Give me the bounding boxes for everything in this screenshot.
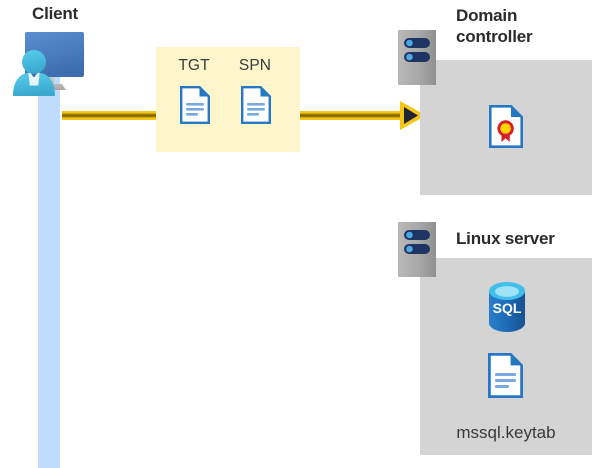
tgt-caption: TGT <box>178 57 210 74</box>
keytab-document-icon <box>488 353 523 398</box>
certificate-icon <box>489 105 523 148</box>
sql-database-icon: SQL <box>486 282 528 332</box>
linux-server-server-rack-icon <box>398 222 436 277</box>
linux-server-title: Linux server <box>456 229 555 248</box>
client-label: Client <box>32 4 79 23</box>
domain-controller-title-line1: Domain <box>456 6 518 25</box>
domain-controller-server-rack-icon <box>398 30 436 85</box>
spn-caption: SPN <box>238 57 272 74</box>
svg-text:SQL: SQL <box>493 300 522 316</box>
client-user-monitor-icon <box>4 26 88 98</box>
tgt-document-icon <box>180 86 210 124</box>
domain-controller-title-line2: controller <box>456 27 533 46</box>
keytab-filename-label: mssql.keytab <box>456 423 556 442</box>
request-arrow-head <box>400 101 426 130</box>
spn-document-icon <box>241 86 271 124</box>
client-lifeline <box>38 70 60 468</box>
